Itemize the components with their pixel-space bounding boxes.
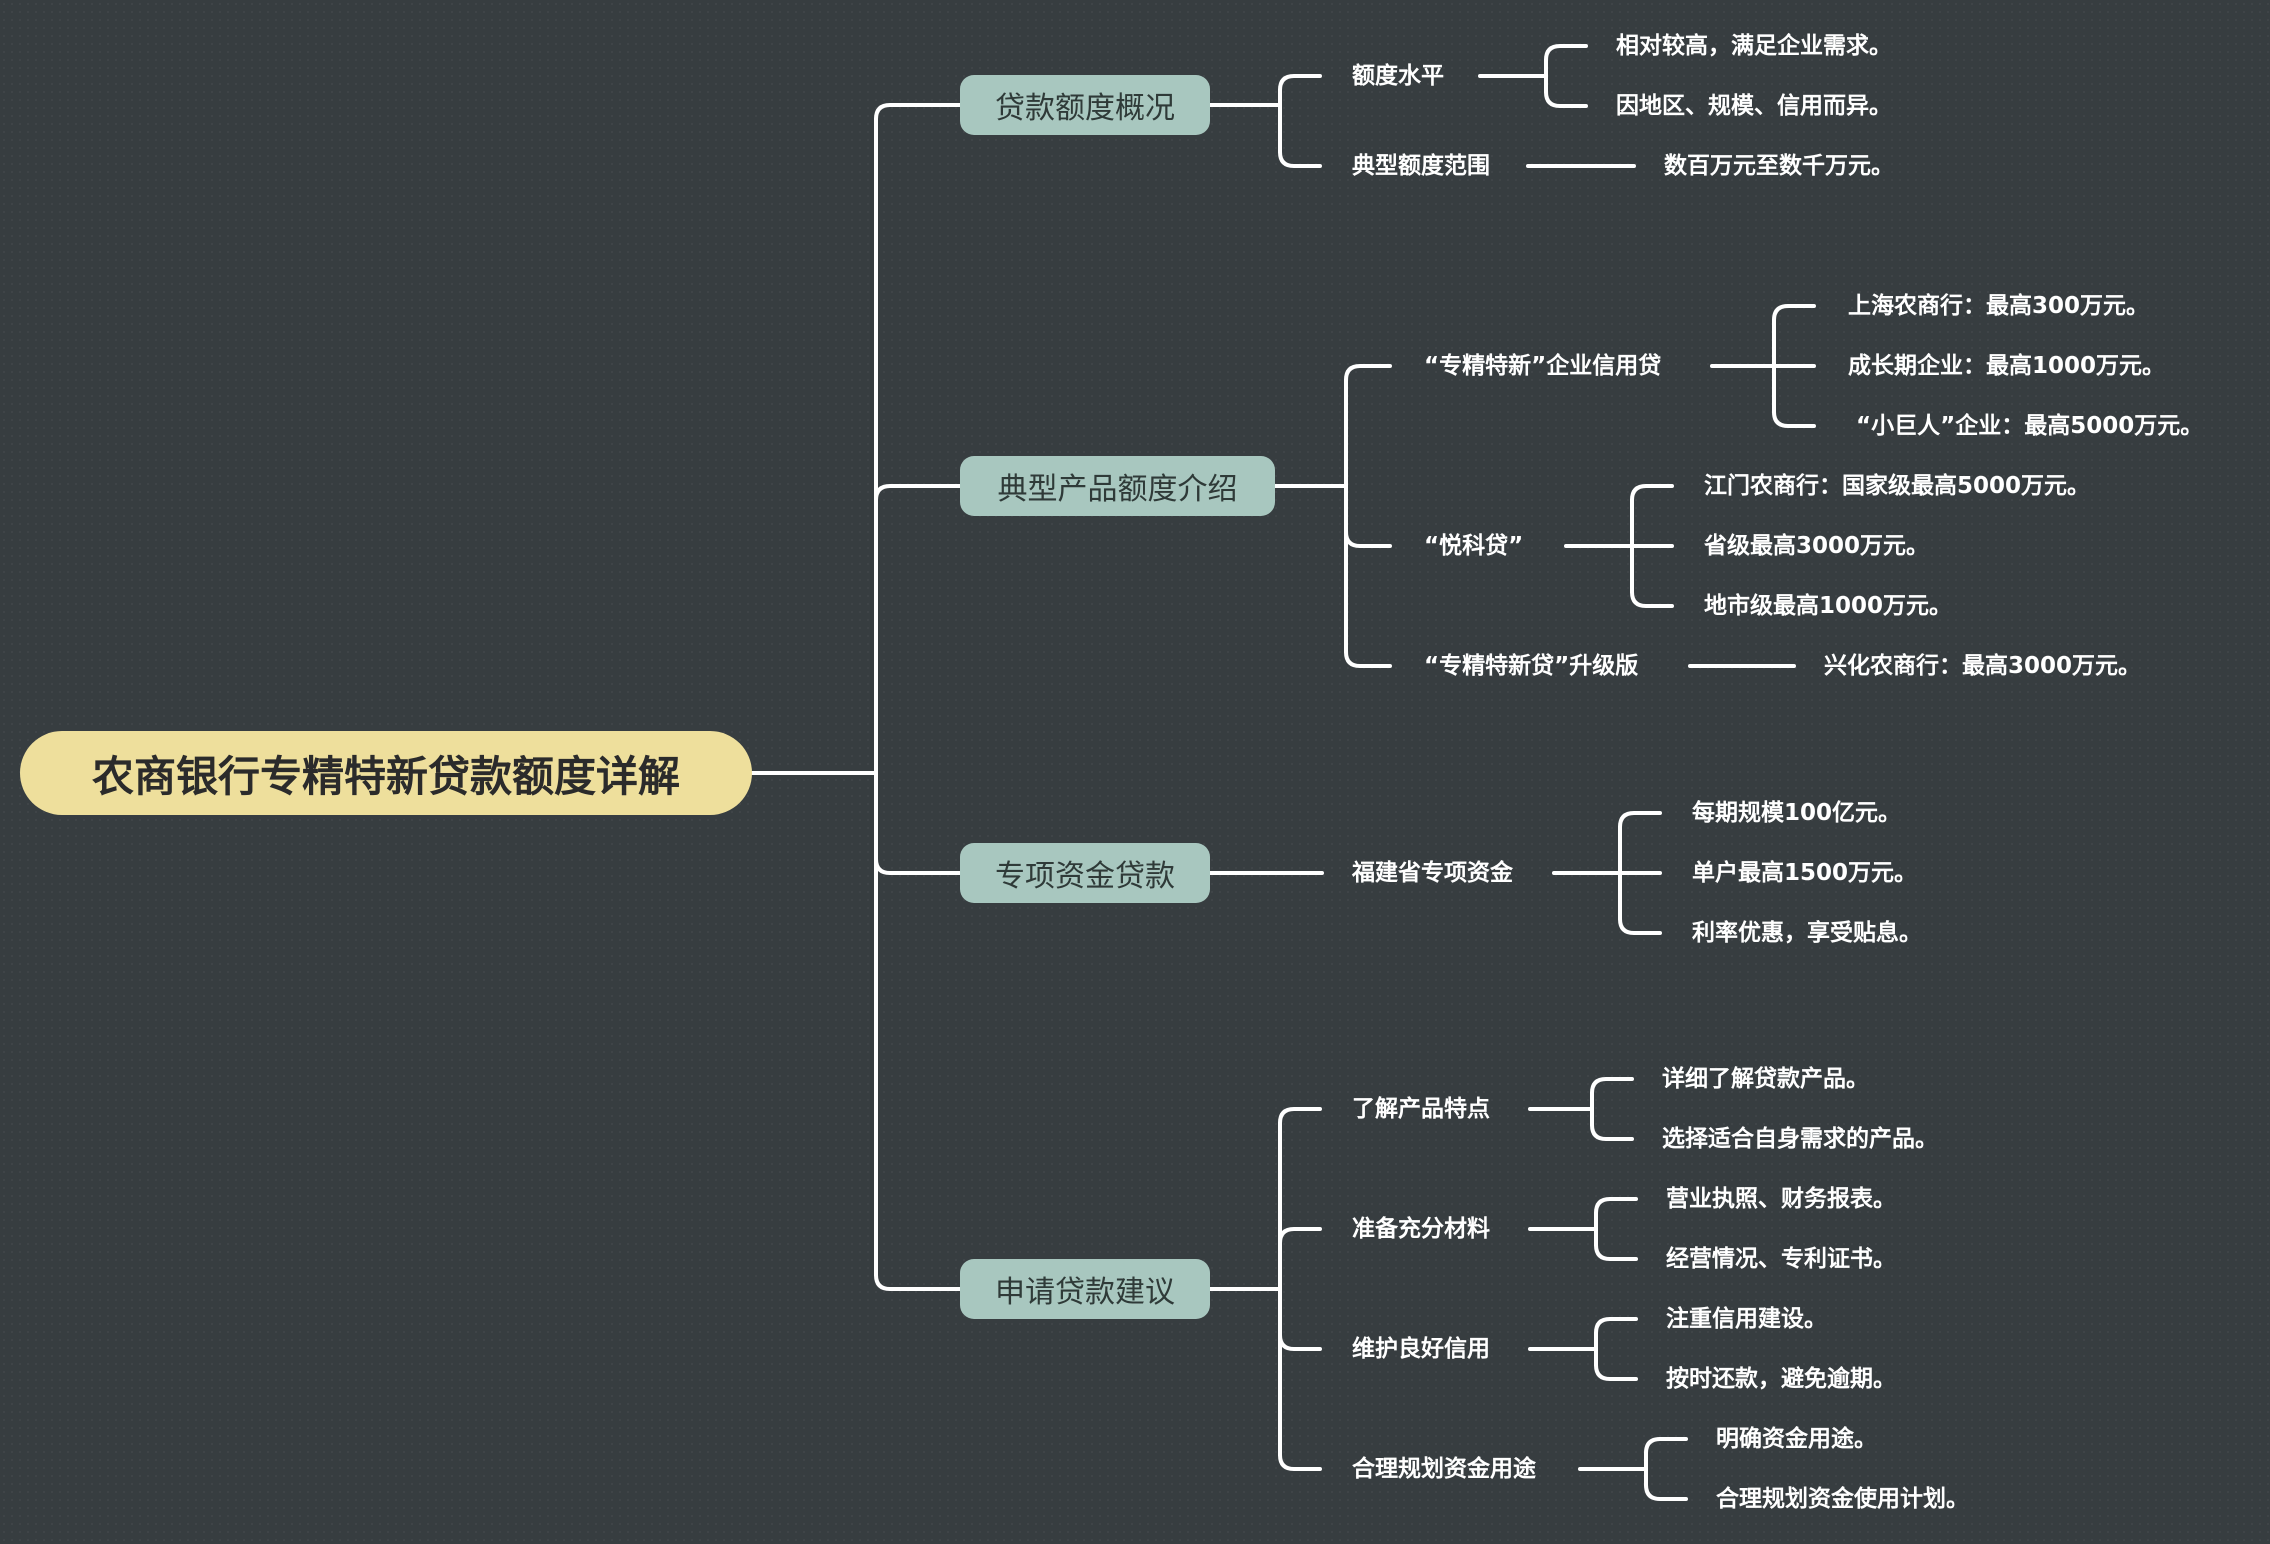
connector-line [1644, 1437, 1688, 1455]
connector-line [1590, 1077, 1634, 1095]
connector-line [1630, 484, 1674, 502]
branch-typical-products[interactable]: 典型产品额度介绍 [960, 456, 1275, 516]
sub-topic[interactable]: 额度水平 [1352, 63, 1444, 89]
connector-line [1618, 811, 1662, 829]
leaf-topic[interactable]: 详细了解贷款产品。 [1662, 1066, 1869, 1092]
sub-topic[interactable]: “悦科贷” [1424, 533, 1524, 559]
connector-line [1594, 1363, 1638, 1381]
sub-topic[interactable]: 了解产品特点 [1352, 1096, 1490, 1122]
connector-line [1344, 530, 1392, 548]
leaf-topic[interactable]: 省级最高3000万元。 [1704, 533, 1930, 559]
connector-line [1278, 74, 1322, 92]
connector-line [1590, 1123, 1634, 1141]
leaf-topic[interactable]: 地市级最高1000万元。 [1704, 593, 1953, 619]
leaf-topic[interactable]: 明确资金用途。 [1716, 1426, 1877, 1452]
branch-special-fund-loan[interactable]: 专项资金贷款 [960, 843, 1210, 903]
sub-topic[interactable]: “专精特新”企业信用贷 [1424, 353, 1662, 379]
connector-line [1544, 44, 1588, 62]
connector-line [1630, 590, 1674, 608]
leaf-topic[interactable]: 成长期企业：最高1000万元。 [1848, 353, 2166, 379]
leaf-topic[interactable]: 上海农商行：最高300万元。 [1848, 293, 2150, 319]
sub-topic[interactable]: 典型额度范围 [1352, 153, 1490, 179]
connector-line [1594, 1243, 1638, 1261]
connector-line [1344, 364, 1392, 382]
branch-loan-overview[interactable]: 贷款额度概况 [960, 75, 1210, 135]
connector-line [1278, 1107, 1322, 1125]
connector-line [1278, 1227, 1322, 1245]
leaf-topic[interactable]: 营业执照、财务报表。 [1666, 1186, 1896, 1212]
connector-line [1544, 90, 1588, 108]
leaf-topic[interactable]: 相对较高，满足企业需求。 [1616, 33, 1892, 59]
leaf-topic[interactable]: 因地区、规模、信用而异。 [1616, 93, 1892, 119]
connector-line [1644, 1483, 1688, 1501]
connector-line [874, 857, 962, 875]
leaf-topic[interactable]: 江门农商行：国家级最高5000万元。 [1704, 473, 2091, 499]
sub-topic[interactable]: 合理规划资金用途 [1352, 1456, 1536, 1482]
connector-line [1618, 917, 1662, 935]
sub-topic[interactable]: 准备充分材料 [1352, 1216, 1490, 1242]
leaf-topic[interactable]: 按时还款，避免逾期。 [1666, 1366, 1896, 1392]
connector-line [1344, 650, 1392, 668]
connector-line [874, 484, 962, 502]
leaf-topic[interactable]: 每期规模100亿元。 [1692, 800, 1902, 826]
sub-topic[interactable]: “专精特新贷”升级版 [1424, 653, 1639, 679]
connector-line [1278, 1333, 1322, 1351]
leaf-topic[interactable]: “小巨人”企业：最高5000万元。 [1856, 413, 2204, 439]
connector-line [1278, 1453, 1322, 1471]
branch-application-advice[interactable]: 申请贷款建议 [960, 1259, 1210, 1319]
leaf-topic[interactable]: 兴化农商行：最高3000万元。 [1824, 653, 2142, 679]
sub-topic[interactable]: 维护良好信用 [1352, 1336, 1490, 1362]
leaf-topic[interactable]: 数百万元至数千万元。 [1664, 153, 1894, 179]
connector-line [1278, 150, 1322, 168]
leaf-topic[interactable]: 经营情况、专利证书。 [1666, 1246, 1896, 1272]
leaf-topic[interactable]: 利率优惠，享受贴息。 [1692, 920, 1922, 946]
leaf-topic[interactable]: 注重信用建设。 [1666, 1306, 1827, 1332]
connector-line [1772, 304, 1816, 322]
leaf-topic[interactable]: 选择适合自身需求的产品。 [1662, 1126, 1938, 1152]
sub-topic[interactable]: 福建省专项资金 [1352, 860, 1513, 886]
connector-line [874, 103, 962, 121]
leaf-topic[interactable]: 合理规划资金使用计划。 [1716, 1486, 1969, 1512]
connector-line [874, 1273, 962, 1291]
connector-line [1594, 1197, 1638, 1215]
connector-line [1594, 1317, 1638, 1335]
connector-line [1772, 410, 1816, 428]
leaf-topic[interactable]: 单户最高1500万元。 [1692, 860, 1918, 886]
root-topic[interactable]: 农商银行专精特新贷款额度详解 [20, 731, 752, 815]
